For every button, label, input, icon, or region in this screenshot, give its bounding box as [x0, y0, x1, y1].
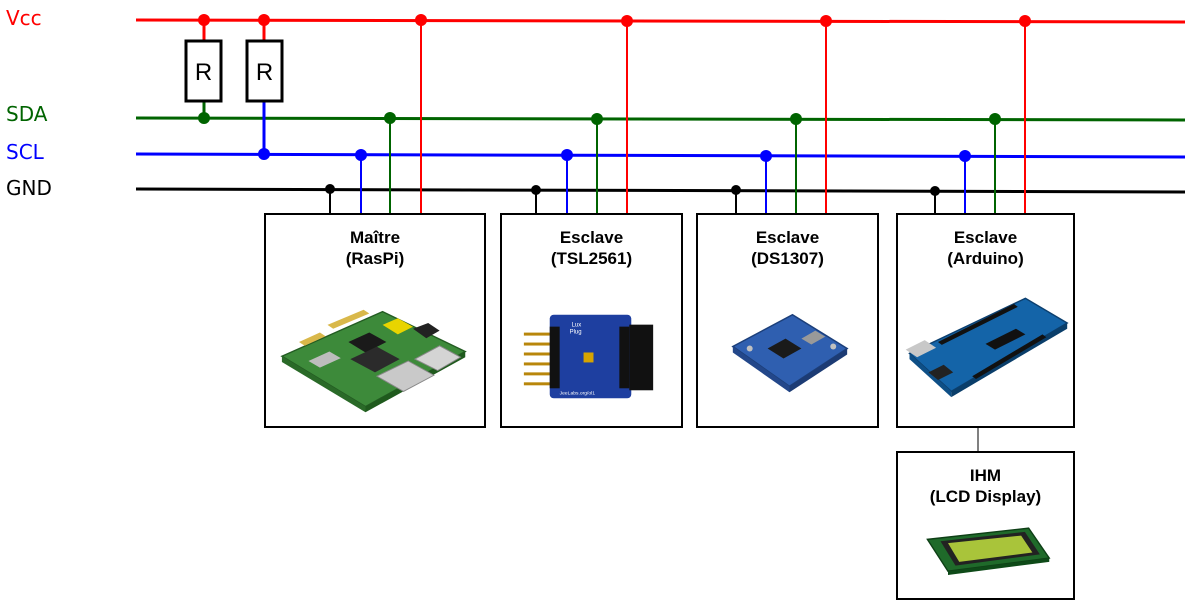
junction-dot	[591, 113, 603, 125]
junction-dot	[531, 185, 541, 195]
junction-dot	[561, 149, 573, 161]
junction-dot	[790, 113, 802, 125]
device-name: (Arduino)	[947, 249, 1024, 268]
light-sensor-module-icon: Lux Plug JeeLabs.org/ol1	[502, 285, 681, 418]
slave-arduino-box: Esclave (Arduino)	[896, 213, 1075, 428]
sda-label: SDA	[6, 102, 48, 126]
lcd-display-icon	[898, 515, 1073, 590]
pcb-text: JeeLabs.org/ol1	[560, 390, 596, 396]
arduino-board-icon	[898, 285, 1073, 418]
vcc-label: Vcc	[6, 6, 42, 30]
junction-dot	[258, 148, 270, 160]
device-name: (TSL2561)	[550, 249, 633, 268]
slave-tsl2561-box: Esclave (TSL2561) Lux Plug JeeLabs.org/o…	[500, 213, 683, 428]
resistor-label: R	[256, 59, 273, 86]
device-name: (LCD Display)	[929, 487, 1042, 506]
device-role: Esclave	[559, 228, 624, 247]
junction-dot	[415, 14, 427, 26]
junction-dot	[760, 150, 772, 162]
device-name: (DS1307)	[751, 249, 824, 268]
junction-dot	[930, 186, 940, 196]
junction-dot	[198, 112, 210, 124]
junction-dot	[325, 184, 335, 194]
junction-dot	[731, 185, 741, 195]
hmi-lcd-box: IHM (LCD Display)	[896, 451, 1075, 600]
junction-dot	[198, 14, 210, 26]
master-raspi-box: Maître (RasPi)	[264, 213, 486, 428]
device-role: Esclave	[755, 228, 820, 247]
rtc-module-icon	[698, 285, 877, 418]
junction-dot	[989, 113, 1001, 125]
device-role: Esclave	[953, 228, 1018, 247]
junction-dots	[198, 14, 1031, 196]
pull-up-resistor-sda: R	[184, 39, 223, 103]
slave-ds1307-box: Esclave (DS1307)	[696, 213, 879, 428]
scl-label: SCL	[6, 140, 44, 164]
junction-dot	[1019, 15, 1031, 27]
junction-dot	[355, 149, 367, 161]
pull-up-resistor-scl: R	[245, 39, 284, 103]
device-name: (RasPi)	[345, 249, 405, 268]
resistor-label: R	[195, 59, 212, 86]
junction-dot	[384, 112, 396, 124]
junction-dot	[959, 150, 971, 162]
scl-bus-line	[135, 152, 1186, 159]
vcc-bus-line	[135, 18, 1186, 24]
junction-dot	[258, 14, 270, 26]
junction-dot	[621, 15, 633, 27]
pcb-text: Plug	[570, 330, 582, 336]
sda-bus-line	[135, 116, 1186, 122]
device-role: Maître	[349, 228, 401, 247]
gnd-bus-line	[135, 187, 1186, 194]
junction-dot	[820, 15, 832, 27]
device-role: IHM	[969, 466, 1002, 485]
pcb-text: Lux	[572, 323, 582, 329]
gnd-label: GND	[6, 176, 52, 200]
raspberry-pi-board-icon	[266, 285, 484, 418]
